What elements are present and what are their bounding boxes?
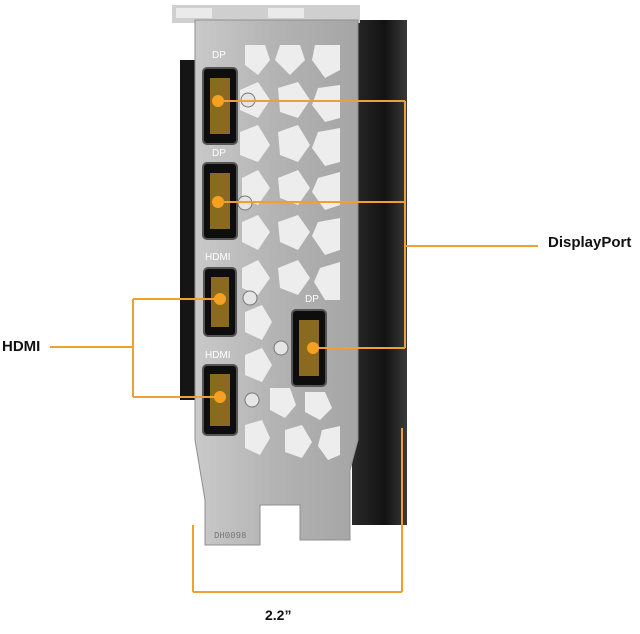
port-dots <box>212 95 319 403</box>
port-label-hdmi-2: HDMI <box>205 350 231 361</box>
port-label-dp-2: DP <box>212 148 226 159</box>
displayport-callout <box>218 100 538 349</box>
port-label-hdmi-1: HDMI <box>205 252 231 263</box>
displayport-label: DisplayPort <box>548 234 632 251</box>
width-dimension-line <box>192 428 403 593</box>
width-label: 2.2” <box>265 607 292 623</box>
port-label-dp-1: DP <box>212 50 226 61</box>
port-hdmi-1: HDMI <box>203 252 258 337</box>
hdmi-callout <box>50 298 220 398</box>
bracket-top-tab <box>172 5 360 23</box>
vent-grille <box>240 45 340 460</box>
port-label-dp-3: DP <box>305 294 319 305</box>
bracket-part-number: DH0098 <box>214 531 246 541</box>
hdmi-label: HDMI <box>2 338 41 355</box>
